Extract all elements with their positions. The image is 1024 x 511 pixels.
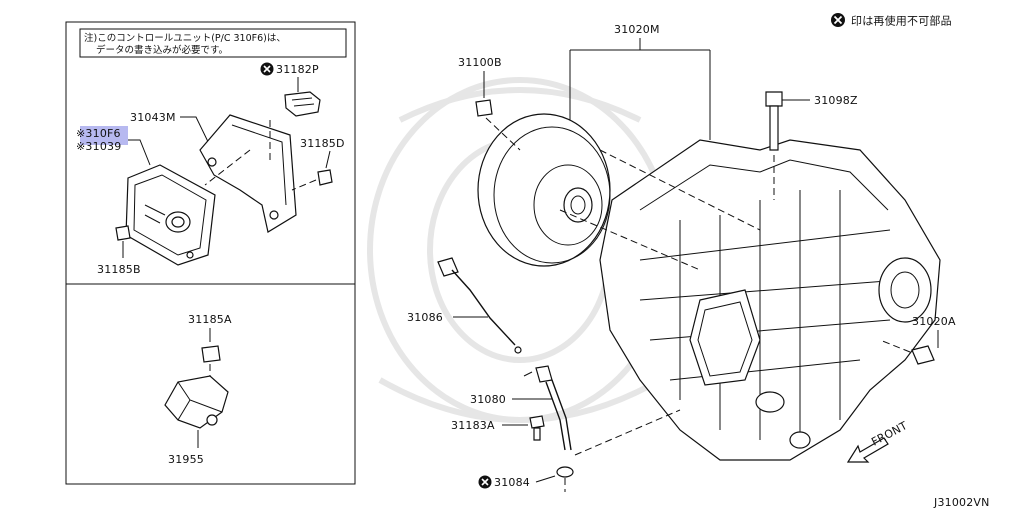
- part-310F6-highlight: ※310F6 ※31039: [76, 126, 151, 166]
- cross-circle-icon: [478, 475, 492, 489]
- legend: 印は再使用不可部品: [831, 13, 952, 28]
- part-31955-sensor: 31955: [164, 375, 229, 466]
- callout-31098Z: 31098Z: [814, 94, 858, 107]
- legend-text: 印は再使用不可部品: [851, 14, 952, 28]
- callout-31020A: 31020A: [912, 315, 956, 328]
- callout-31084: 31084: [494, 476, 530, 489]
- callout-31185D: 31185D: [300, 137, 345, 150]
- part-31185D: 31185D: [291, 137, 345, 191]
- part-31043M: 31043M: [130, 111, 297, 233]
- part-31086: 31086: [407, 257, 522, 354]
- callout-31955: 31955: [168, 453, 204, 466]
- control-unit-module: [125, 164, 216, 266]
- callout-31185A: 31185A: [188, 313, 232, 326]
- front-label: FRONT: [869, 419, 909, 449]
- front-direction-arrow: FRONT: [846, 419, 910, 463]
- part-31185B: 31185B: [97, 225, 141, 276]
- callout-31100B: 31100B: [458, 56, 502, 69]
- part-31183A: 31183A: [451, 415, 545, 441]
- callout-31020M-group: 31020M: [569, 23, 711, 140]
- part-31080: 31080: [470, 365, 681, 456]
- part-31100B-torque-converter: 31100B: [458, 56, 611, 267]
- callout-310F6: ※310F6: [76, 127, 121, 140]
- part-31185A: 31185A: [188, 313, 232, 382]
- diagram-id: J31002VN: [933, 496, 990, 509]
- cross-circle-icon: [260, 62, 274, 76]
- note-line-1: 注)このコントロールユニット(P/C 310F6)は、: [84, 32, 286, 44]
- cross-circle-icon: [831, 13, 845, 27]
- callout-31043M: 31043M: [130, 111, 176, 124]
- callout-31183A: 31183A: [451, 419, 495, 432]
- part-31020A: 31020A: [879, 315, 956, 365]
- part-31084: 31084: [478, 466, 574, 492]
- callout-31080: 31080: [470, 393, 506, 406]
- part-31098Z: 31098Z: [765, 91, 858, 200]
- part-31182P: 31182P: [260, 62, 321, 117]
- callout-31039: ※31039: [76, 140, 121, 153]
- sensor-panel: [65, 283, 356, 485]
- callout-31185B: 31185B: [97, 263, 141, 276]
- callout-31020M: 31020M: [614, 23, 660, 36]
- note-line-2: データの書き込みが必要です。: [96, 44, 228, 56]
- callout-31182P: 31182P: [276, 63, 319, 76]
- transmission-assembly: [559, 139, 941, 461]
- callout-31086: 31086: [407, 311, 443, 324]
- note-box: 注)このコントロールユニット(P/C 310F6)は、 データの書き込みが必要で…: [79, 28, 347, 58]
